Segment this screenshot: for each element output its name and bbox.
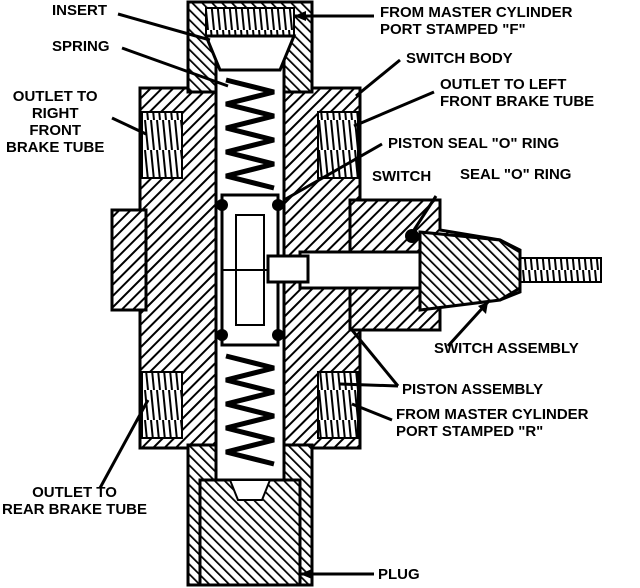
label-switch: SWITCH (372, 168, 432, 185)
leader-arrowheads (294, 11, 488, 579)
label-piston-assembly: PISTON ASSEMBLY (402, 381, 544, 398)
piston-seal-o-rings (216, 199, 284, 341)
insert (203, 7, 297, 72)
label-insert: INSERT (52, 2, 108, 19)
piston-assembly (220, 193, 280, 347)
lower-spring (225, 353, 275, 467)
outlet-port-right-front (141, 111, 183, 179)
label-plug: PLUG (378, 566, 420, 583)
switch-assembly (266, 229, 602, 312)
label-outlet-right-front: OUTLET TO RIGHT FRONT BRAKE TUBE (6, 88, 105, 156)
label-seal-o-ring: SEAL "O" RING (460, 166, 572, 183)
outlet-port-rear (141, 371, 183, 439)
label-switch-assembly: SWITCH ASSEMBLY (434, 340, 579, 357)
label-from-master-f: FROM MASTER CYLINDER PORT STAMPED "F" (380, 4, 573, 38)
label-outlet-left-front: OUTLET TO LEFT FRONT BRAKE TUBE (440, 76, 595, 110)
label-outlet-rear: OUTLET TO REAR BRAKE TUBE (2, 484, 148, 518)
plug (198, 478, 302, 587)
outlet-port-left-front (317, 111, 359, 179)
switch-seal-o-ring (405, 229, 419, 243)
label-from-master-r: FROM MASTER CYLINDER PORT STAMPED "R" (396, 406, 589, 440)
label-spring: SPRING (52, 38, 110, 55)
label-piston-seal: PISTON SEAL "O" RING (388, 135, 560, 152)
label-switch-body: SWITCH BODY (406, 50, 513, 67)
upper-spring (225, 77, 275, 191)
leader-lines (98, 12, 490, 576)
